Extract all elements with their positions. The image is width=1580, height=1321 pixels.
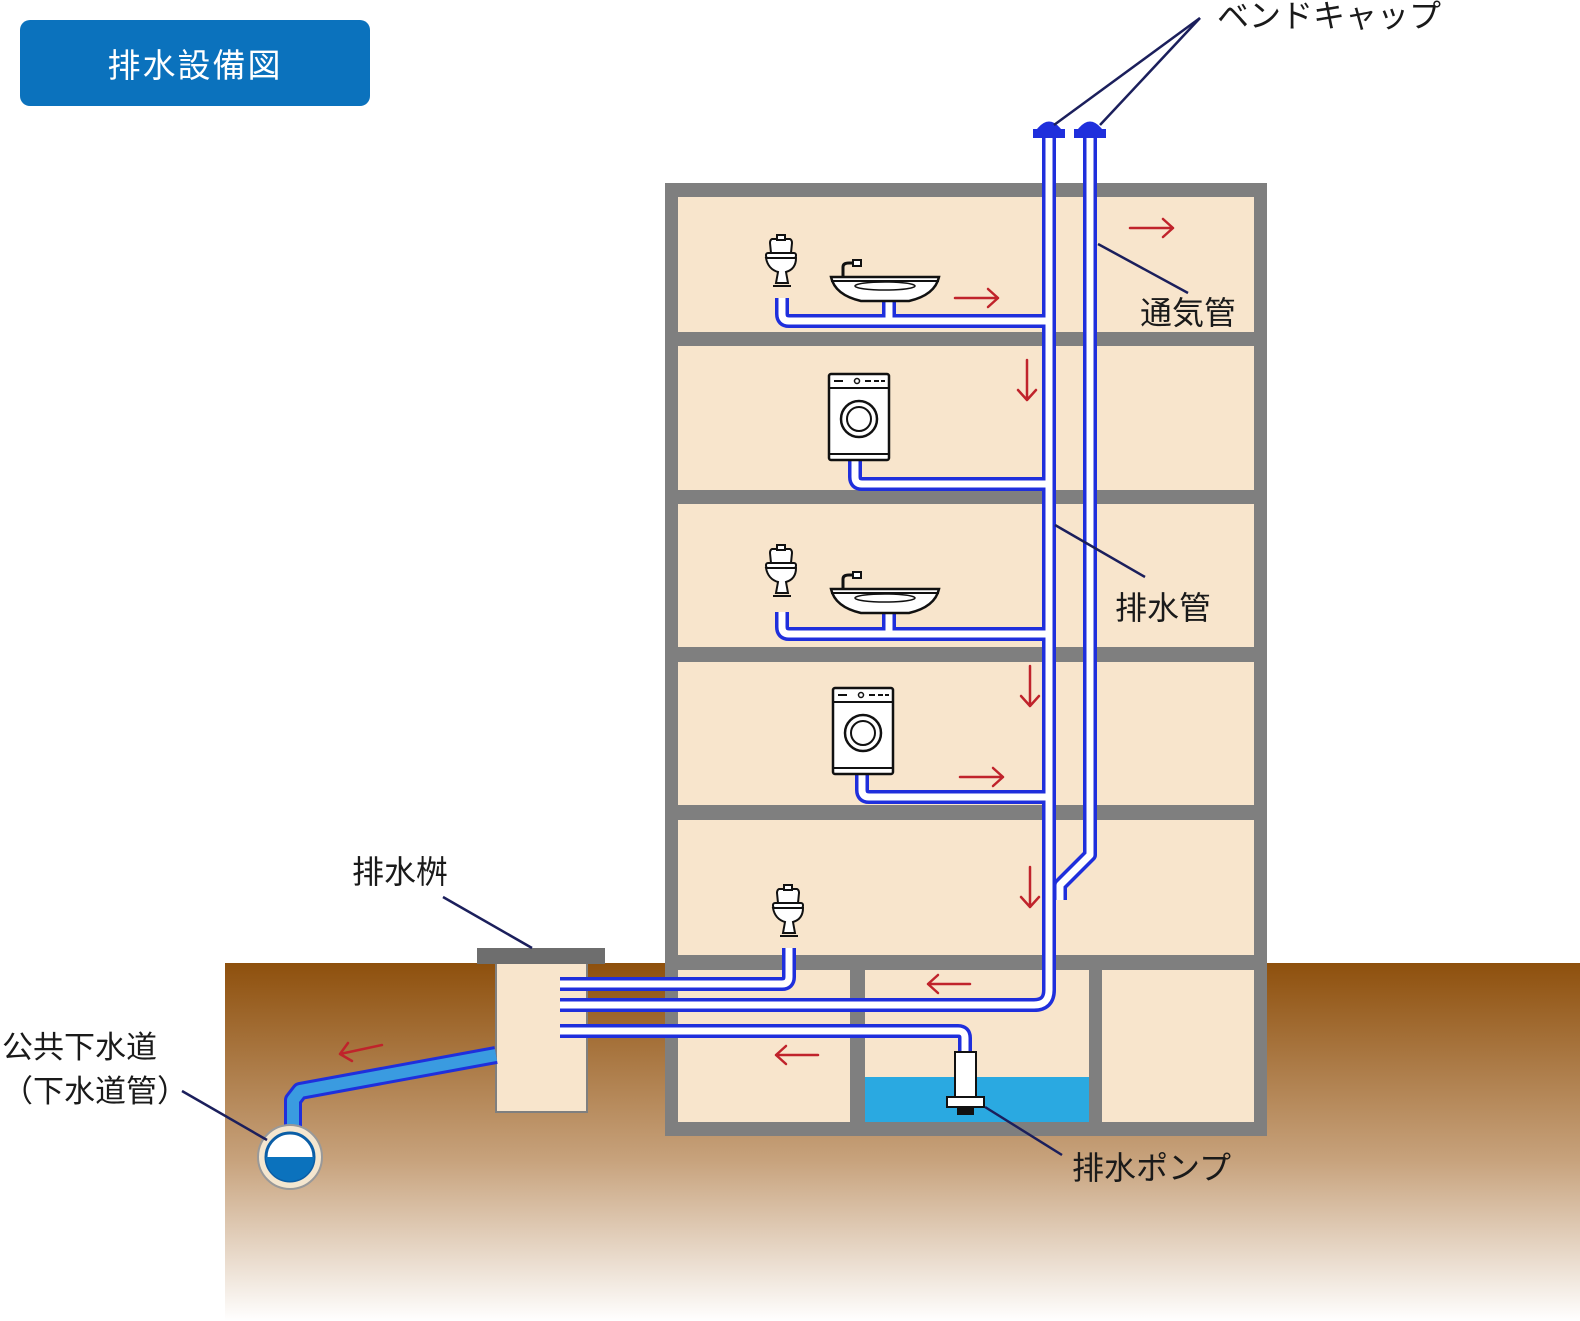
drain-pump-icon <box>946 1051 985 1115</box>
sewer-main-icon <box>257 1124 323 1190</box>
bend-cap-drain <box>1033 121 1065 138</box>
label-drain-pipe: 排水管 <box>1115 589 1212 627</box>
diagram-title: 排水設備図 <box>20 20 370 106</box>
washing-machine-icon <box>831 686 895 776</box>
label-bend-cap: ベンドキャップ <box>1217 0 1442 35</box>
label-vent-pipe: 通気管 <box>1140 294 1237 332</box>
sewer-connection-pipe <box>287 1049 498 1130</box>
drain-pipe <box>560 134 1056 1052</box>
bend-cap-vent <box>1074 121 1106 138</box>
label-drain-basin: 排水桝 <box>352 853 449 891</box>
washing-machine-icon <box>827 372 891 462</box>
drain-basin-lid <box>477 948 605 964</box>
vent-pipe <box>1053 134 1097 900</box>
label-drain-pump: 排水ポンプ <box>1072 1149 1232 1187</box>
leader-lines <box>181 16 1201 1157</box>
label-public-sewer: 公共下水道 <box>2 1030 157 1066</box>
flow-arrows <box>338 217 1175 1066</box>
label-sewer-pipe: （下水道管） <box>2 1074 188 1110</box>
